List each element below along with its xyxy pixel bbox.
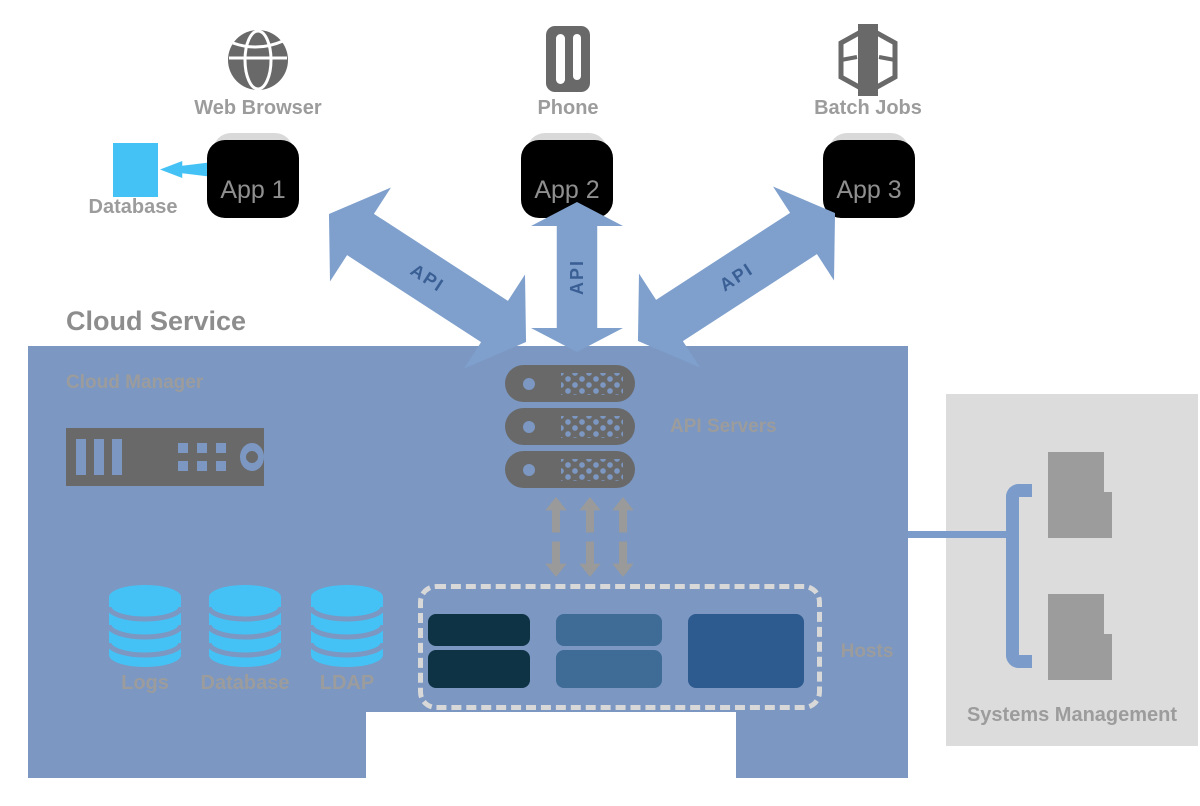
- phone-icon: [546, 26, 590, 92]
- api-label-right: API: [715, 258, 757, 295]
- host-box: [556, 650, 662, 688]
- logs-label: Logs: [121, 672, 169, 694]
- app-box-3: App 3: [829, 133, 909, 211]
- host-box: [428, 614, 530, 646]
- sync-arrow-icon: [579, 497, 601, 577]
- cube-icon: [838, 24, 898, 96]
- api-label-middle: API: [566, 259, 587, 296]
- logs-cylinder-icon: [106, 585, 184, 667]
- host-box: [428, 650, 530, 688]
- api-servers-label: API Servers: [670, 416, 777, 437]
- rack-server-icon: [505, 451, 635, 488]
- rack-server-icon: [505, 365, 635, 402]
- client-label-batch-jobs: Batch Jobs: [814, 97, 922, 119]
- cloud-manager-appliance-icon: [66, 428, 264, 486]
- systems-management-panel: [946, 394, 1198, 746]
- connector-line: [906, 531, 1010, 538]
- app-3-label: App 3: [836, 176, 902, 204]
- host-box: [688, 614, 804, 688]
- ldap-label: LDAP: [319, 672, 375, 694]
- database-label: Database: [200, 672, 290, 694]
- management-server-icon: [1104, 492, 1112, 538]
- sync-arrow-icon: [612, 497, 634, 577]
- systems-management-label: Systems Management: [966, 704, 1178, 726]
- database-cylinder-icon: [206, 585, 284, 667]
- host-box: [556, 614, 662, 646]
- app-2-label: App 2: [534, 176, 600, 204]
- client-database-icon: [113, 143, 158, 197]
- management-server-icon: [1048, 452, 1104, 538]
- sync-arrow-icon: [545, 497, 567, 577]
- left-arrow-icon: [160, 161, 213, 178]
- management-server-icon: [1048, 594, 1104, 680]
- api-arrow-middle: API: [531, 202, 623, 352]
- app-box-1: App 1: [213, 133, 293, 211]
- client-database-label: Database: [88, 196, 178, 218]
- client-label-phone: Phone: [537, 97, 599, 119]
- api-label-left: API: [407, 259, 449, 296]
- rack-server-icon: [505, 408, 635, 445]
- globe-icon: [228, 29, 288, 91]
- hosts-label: Hosts: [840, 641, 894, 662]
- cloud-service-title: Cloud Service: [66, 306, 247, 336]
- ldap-cylinder-icon: [308, 585, 386, 667]
- management-server-icon: [1104, 634, 1112, 680]
- bottom-white-rect: [366, 712, 736, 780]
- app-1-label: App 1: [220, 176, 286, 204]
- hosts-dashed-box: [418, 584, 822, 710]
- app-box-2: App 2: [527, 133, 607, 211]
- cloud-manager-label: Cloud Manager: [66, 372, 204, 393]
- client-label-web-browser: Web Browser: [194, 97, 322, 119]
- bracket-icon: [1006, 484, 1032, 668]
